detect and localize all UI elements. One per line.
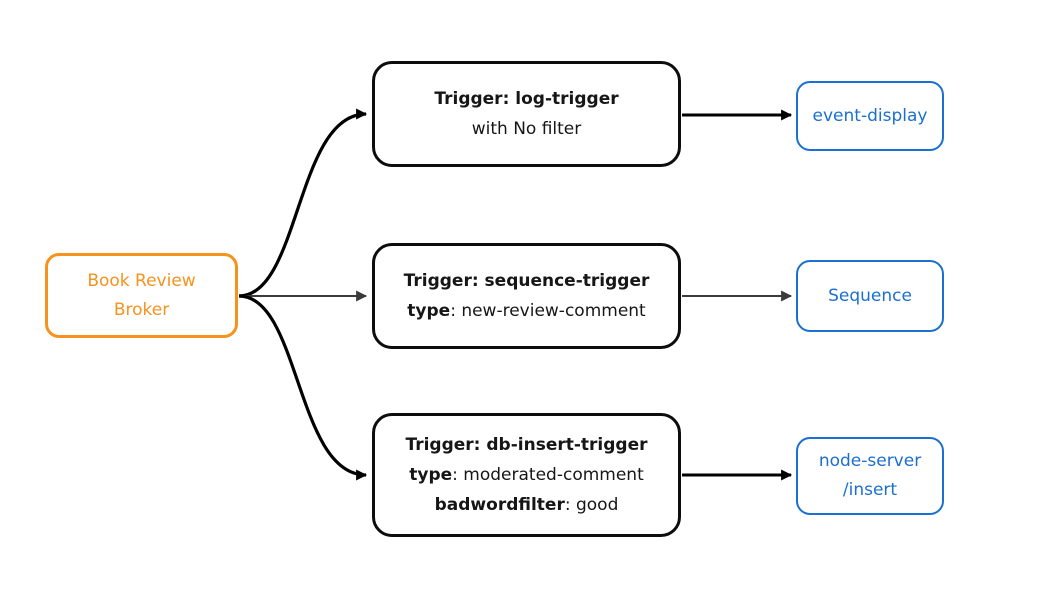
edge-broker-to-db-insert-trigger — [238, 294, 368, 481]
trigger-sequence-line-2-rest: : new-review-comment — [450, 301, 646, 321]
trigger-log-line-1: Trigger: log-trigger — [434, 84, 618, 114]
trigger-log-line-2: with No filter — [472, 114, 582, 144]
sink-event-display-label: event-display — [812, 105, 928, 126]
trigger-db-line-2-rest: : moderated-comment — [452, 465, 644, 485]
node-book-review-broker: Book Review Broker — [45, 253, 238, 338]
edge-broker-to-log-trigger — [238, 108, 368, 298]
trigger-sequence-line-1: Trigger: sequence-trigger — [404, 266, 650, 296]
node-node-server-insert: node-server /insert — [796, 437, 944, 515]
trigger-sequence-line-1-bold: Trigger: sequence-trigger — [403, 271, 650, 291]
sink-node-server-label-line-1: node-server — [818, 451, 922, 471]
trigger-db-line-2: type: moderated-comment — [409, 460, 644, 490]
trigger-log-line-2-rest: with No filter — [471, 119, 582, 139]
node-sequence: Sequence — [796, 260, 944, 332]
trigger-db-line-1-bold: Trigger: db-insert-trigger — [405, 435, 648, 455]
trigger-db-line-3-bold: badwordfilter — [434, 495, 565, 515]
trigger-sequence-line-2-bold: type — [407, 301, 451, 321]
node-trigger-db-insert: Trigger: db-insert-trigger type: moderat… — [372, 413, 681, 537]
trigger-db-line-2-bold: type — [409, 465, 453, 485]
trigger-db-line-3: badwordfilter: good — [435, 490, 619, 520]
broker-label-line-1: Book Review — [87, 270, 196, 291]
sink-sequence-label: Sequence — [828, 285, 912, 306]
node-trigger-sequence: Trigger: sequence-trigger type: new-revi… — [372, 243, 681, 349]
broker-label-line-2: Broker — [113, 299, 170, 320]
node-trigger-log: Trigger: log-trigger with No filter — [372, 61, 681, 167]
node-event-display: event-display — [796, 81, 944, 151]
trigger-log-line-1-bold: Trigger: log-trigger — [434, 89, 619, 109]
trigger-sequence-line-2: type: new-review-comment — [407, 296, 645, 326]
trigger-db-line-1: Trigger: db-insert-trigger — [405, 430, 647, 460]
trigger-db-line-3-rest: : good — [564, 495, 619, 515]
sink-node-server-label-line-2: /insert — [842, 480, 898, 500]
